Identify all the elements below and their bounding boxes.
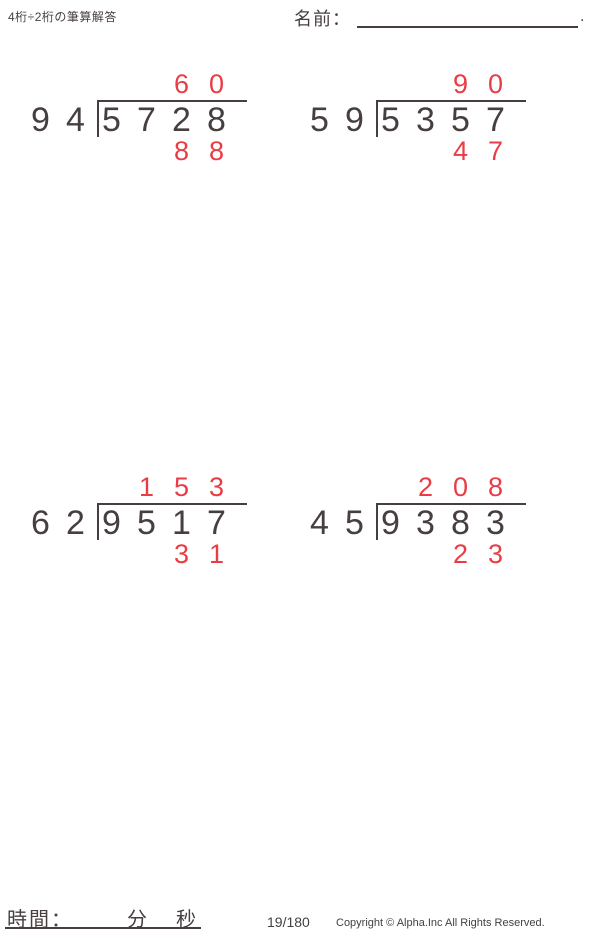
digit: 9 bbox=[345, 101, 364, 139]
division-bracket-side-line bbox=[97, 503, 99, 540]
digit: 9 bbox=[381, 504, 400, 542]
digit: 8 bbox=[451, 504, 470, 542]
digit: 1 bbox=[208, 539, 225, 569]
digit: 0 bbox=[452, 472, 469, 502]
time-write-line bbox=[5, 927, 201, 929]
digit: 5 bbox=[173, 472, 190, 502]
seconds-label: 秒 bbox=[176, 909, 196, 931]
division-bracket-top-line bbox=[97, 503, 247, 505]
digit: 0 bbox=[208, 69, 225, 99]
digit: 7 bbox=[486, 101, 505, 139]
digit: 8 bbox=[207, 101, 226, 139]
time-label: 時間： bbox=[7, 909, 73, 931]
minutes-label: 分 bbox=[127, 909, 147, 931]
digit: 2 bbox=[452, 539, 469, 569]
digit: 1 bbox=[138, 472, 155, 502]
name-line-period: . bbox=[580, 8, 585, 25]
digit: 4 bbox=[452, 136, 469, 166]
digit: 3 bbox=[487, 539, 504, 569]
digit: 7 bbox=[487, 136, 504, 166]
digit: 6 bbox=[31, 504, 50, 542]
digit: 0 bbox=[487, 69, 504, 99]
digit: 9 bbox=[31, 101, 50, 139]
digit: 8 bbox=[173, 136, 190, 166]
division-bracket-side-line bbox=[376, 100, 378, 137]
digit: 3 bbox=[416, 101, 435, 139]
page-title: 4桁÷2桁の筆算解答 bbox=[8, 10, 117, 24]
digit: 6 bbox=[173, 69, 190, 99]
division-bracket-side-line bbox=[97, 100, 99, 137]
digit: 8 bbox=[487, 472, 504, 502]
digit: 9 bbox=[452, 69, 469, 99]
division-bracket-top-line bbox=[376, 503, 526, 505]
digit: 2 bbox=[417, 472, 434, 502]
division-bracket-side-line bbox=[376, 503, 378, 540]
digit: 4 bbox=[310, 504, 329, 542]
digit: 7 bbox=[207, 504, 226, 542]
digit: 5 bbox=[381, 101, 400, 139]
name-label: 名前： bbox=[294, 9, 351, 29]
digit: 5 bbox=[137, 504, 156, 542]
digit: 5 bbox=[345, 504, 364, 542]
digit: 5 bbox=[310, 101, 329, 139]
digit: 8 bbox=[208, 136, 225, 166]
digit: 2 bbox=[172, 101, 191, 139]
digit: 3 bbox=[416, 504, 435, 542]
digit: 7 bbox=[137, 101, 156, 139]
digit: 1 bbox=[172, 504, 191, 542]
name-write-line bbox=[357, 26, 578, 28]
page-number: 19/180 bbox=[267, 914, 310, 930]
digit: 5 bbox=[102, 101, 121, 139]
copyright-text: Copyright © Alpha.Inc All Rights Reserve… bbox=[336, 917, 545, 929]
digit: 5 bbox=[451, 101, 470, 139]
division-bracket-top-line bbox=[376, 100, 526, 102]
digit: 3 bbox=[208, 472, 225, 502]
digit: 2 bbox=[66, 504, 85, 542]
digit: 9 bbox=[102, 504, 121, 542]
digit: 3 bbox=[173, 539, 190, 569]
division-bracket-top-line bbox=[97, 100, 247, 102]
digit: 3 bbox=[486, 504, 505, 542]
digit: 4 bbox=[66, 101, 85, 139]
